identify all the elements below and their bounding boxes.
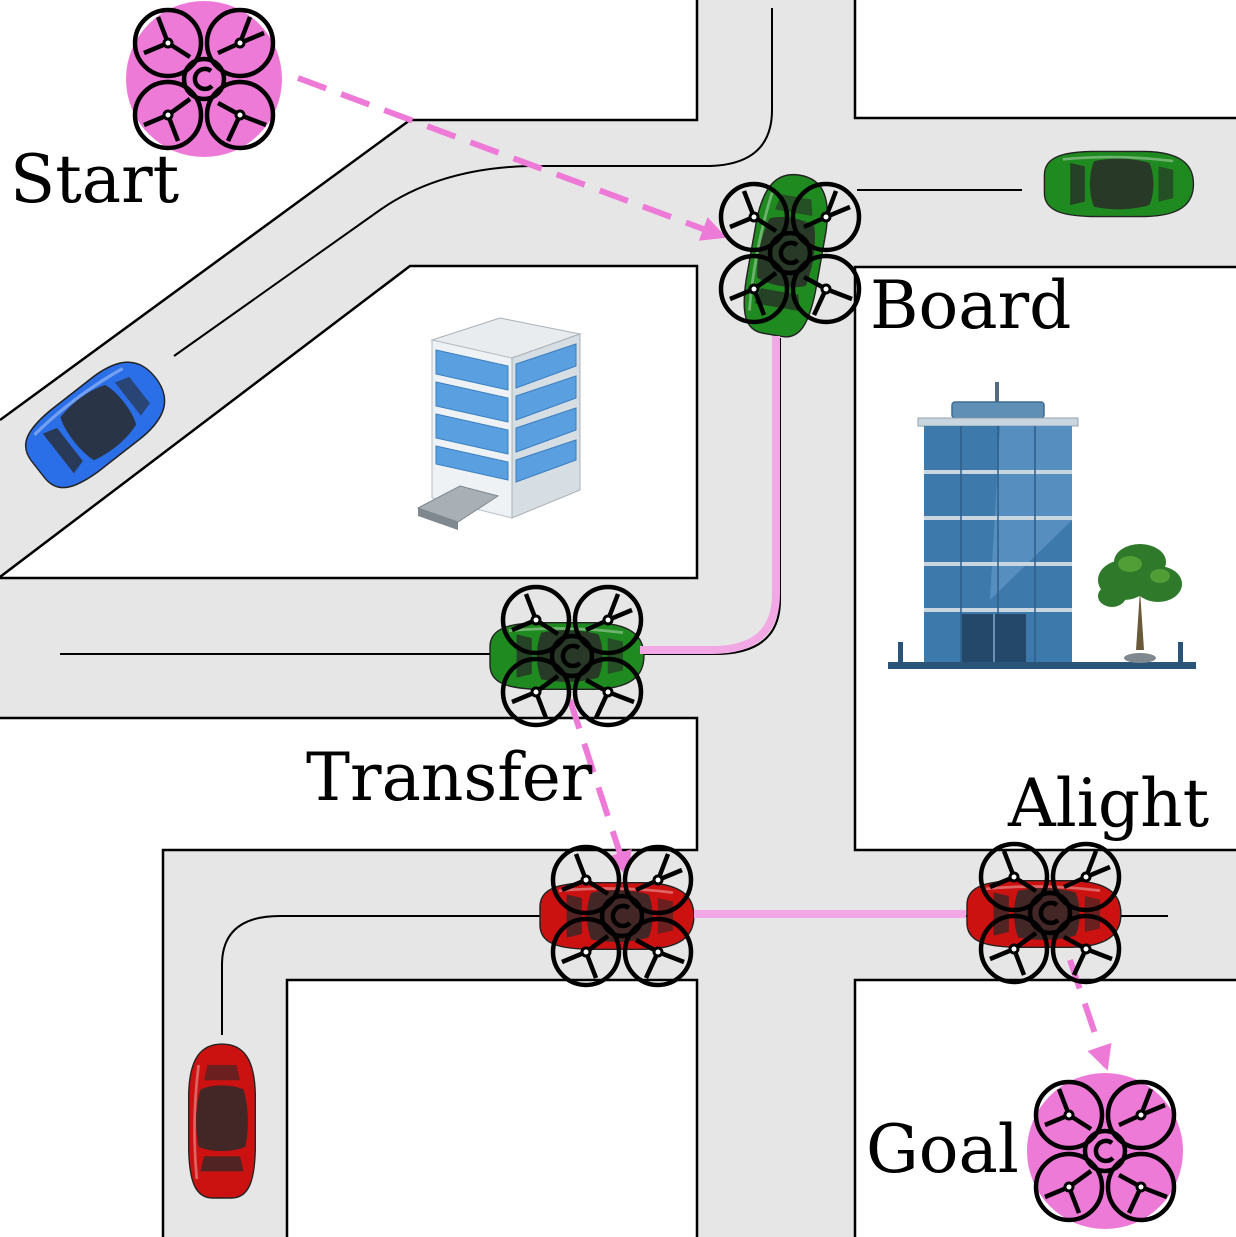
start-label: Start bbox=[10, 141, 179, 218]
alight-label: Alight bbox=[1007, 765, 1209, 842]
start-drone bbox=[126, 1, 282, 157]
glass-tower-building-icon bbox=[888, 382, 1196, 669]
car-icon bbox=[189, 1044, 256, 1198]
office-building-icon bbox=[418, 318, 580, 530]
goal-drone bbox=[1027, 1073, 1183, 1229]
tree-icon bbox=[1098, 544, 1182, 663]
goal-label: Goal bbox=[866, 1111, 1019, 1188]
transfer-label: Transfer bbox=[306, 739, 593, 816]
car-icon bbox=[1044, 151, 1193, 216]
board-label: Board bbox=[870, 267, 1071, 344]
